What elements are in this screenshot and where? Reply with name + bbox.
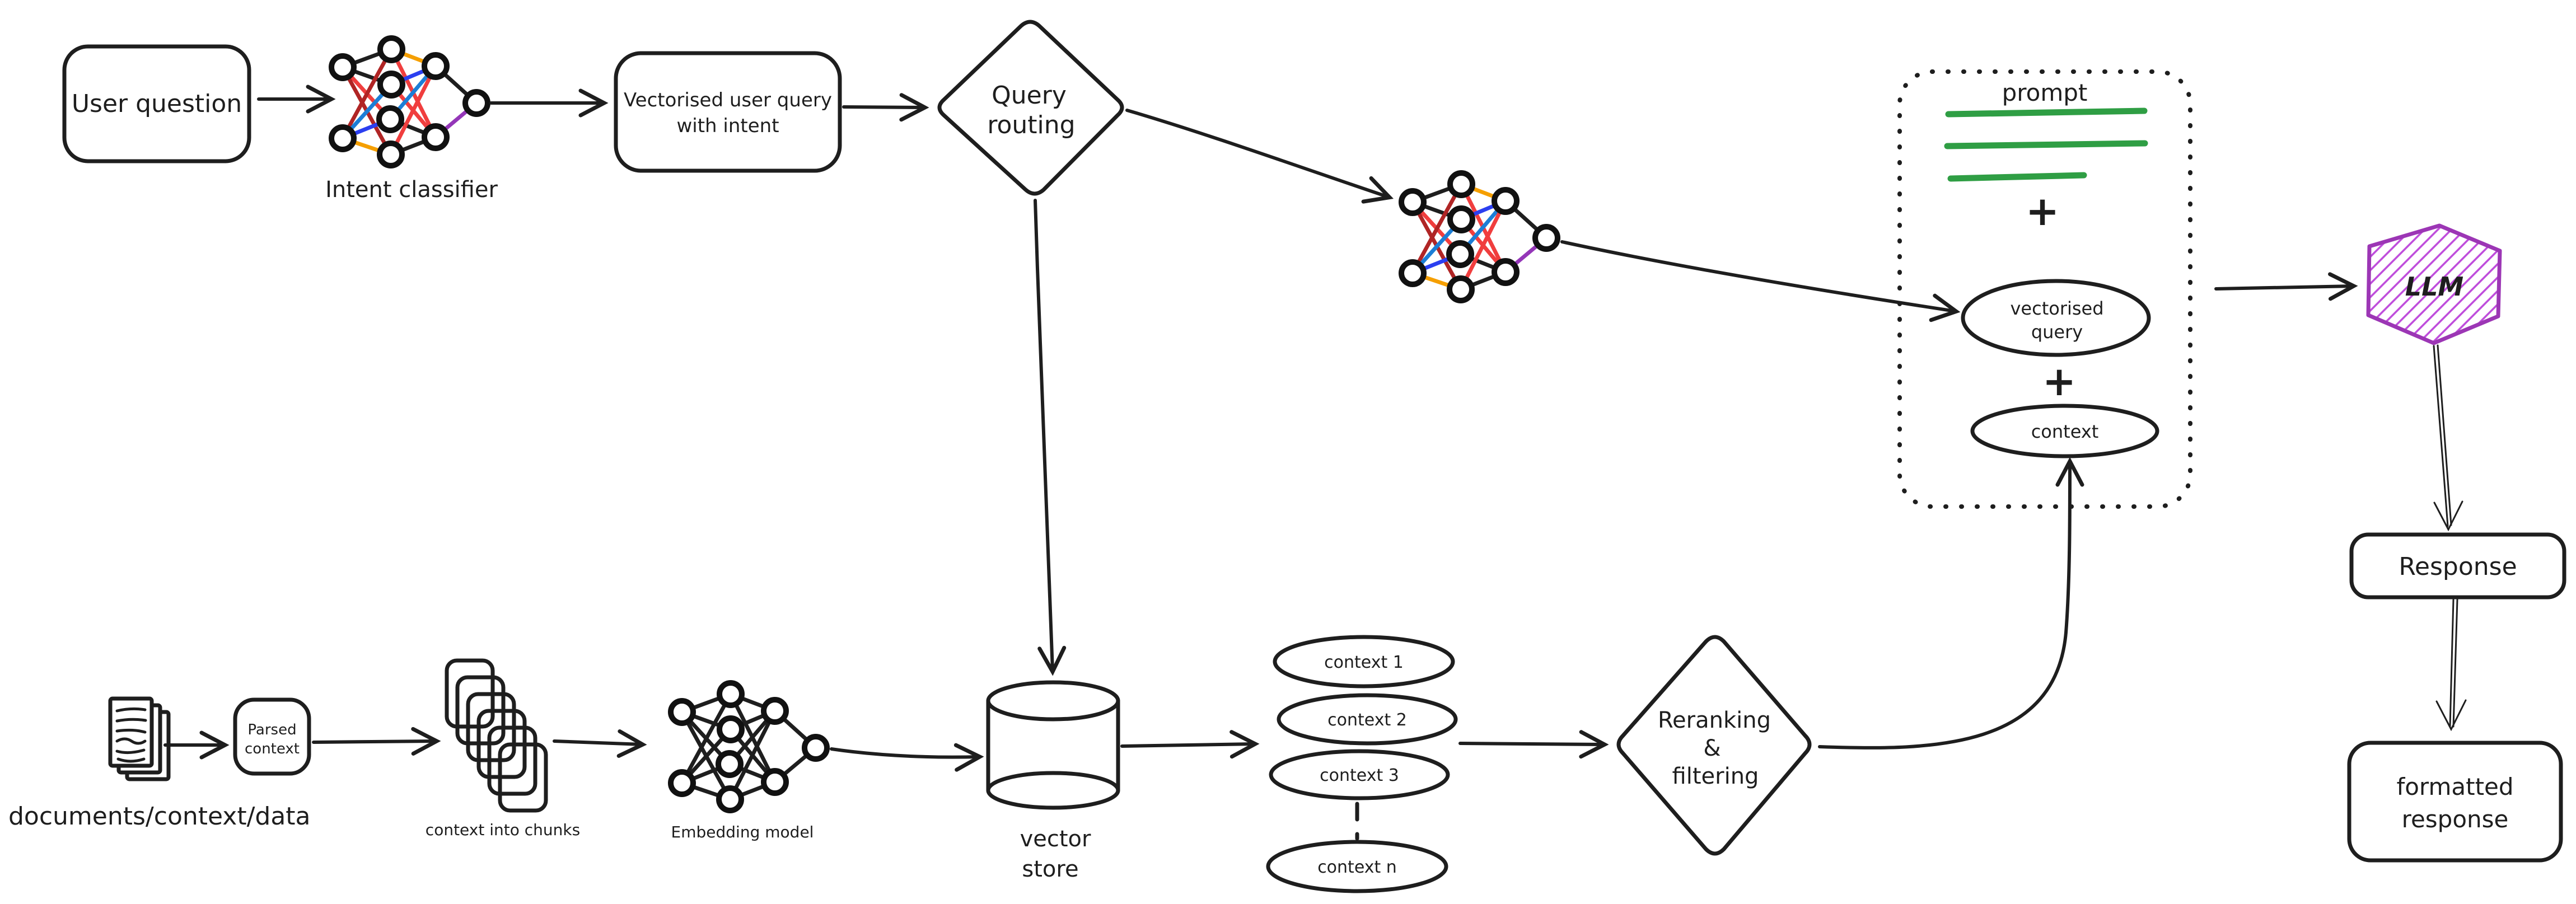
vector-store-cylinder-top [986, 680, 1120, 722]
parsed-context-box [233, 697, 311, 776]
vectorised-query-ellipse [1961, 279, 2151, 357]
vector-store-line1: vector [1020, 826, 1091, 852]
arrow-chunks-to-embedding-model [553, 729, 647, 758]
reranking-diamond [1616, 635, 1812, 856]
vectorised-user-query-box [614, 51, 842, 173]
plus-icon: + [2026, 188, 2059, 235]
nn-edges [1410, 182, 1549, 292]
arrow-parsed-context-to-chunks [312, 727, 441, 756]
query-routing-line1: Query [992, 81, 1067, 110]
context-result-label: context 2 [1327, 710, 1407, 730]
intent-classifier-neural-network-icon [329, 35, 490, 168]
context-result-item: context 3 [1269, 749, 1450, 800]
context-node: context [1970, 404, 2159, 458]
nn-nodes [1399, 170, 1560, 303]
documents-label: documents/context/data [8, 802, 311, 831]
reranking-line2: & [1703, 736, 1721, 761]
arrow-query-routing-to-query-network [1125, 109, 1394, 204]
response-label: Response [2399, 552, 2517, 581]
llm-label: LLM [2405, 271, 2463, 302]
arrow-context-results-to-reranking [1458, 730, 1609, 759]
parsed-context-line2: context [245, 741, 300, 757]
embedding-model-neural-network-icon [668, 680, 830, 813]
intent-classifier-label: Intent classifier [325, 177, 498, 203]
vectorised-query-line1: vectorised [2010, 298, 2103, 319]
parsed-context-line1: Parsed [247, 722, 296, 738]
context-result-item: context 2 [1277, 693, 1458, 746]
embedding-model-label: Embedding model [671, 823, 814, 841]
context-result-label: context n [1317, 858, 1397, 877]
nn-nodes [668, 680, 830, 813]
vector-store-node: vector store [986, 680, 1120, 882]
arrow-reranking-to-context [1818, 457, 2084, 750]
user-question-label: User question [72, 90, 242, 118]
reranking-line3: filtering [1672, 764, 1759, 789]
formatted-response-line1: formatted [2396, 773, 2513, 800]
chunks-label: context into chunks [426, 821, 580, 839]
prompt-dotted-box [1897, 69, 2192, 509]
response-node: Response [2349, 532, 2566, 599]
vectorised-user-query-node: Vectorised user query with intent [614, 51, 842, 173]
nn-edges [340, 47, 479, 157]
arrow-query-network-to-vectorised-query-ellipse [1560, 240, 1961, 322]
vectorised-user-query-line2: with intent [676, 115, 779, 137]
query-neural-network-icon [1399, 170, 1560, 303]
vectorised-query-line2: query [2031, 321, 2083, 343]
vectorised-query-node: vectorised query [1961, 279, 2151, 357]
documents-icon [108, 696, 171, 781]
context-result-label: context 3 [1320, 766, 1399, 785]
parsed-context-node: Parsed context [233, 697, 311, 776]
response-box [2349, 532, 2566, 599]
formatted-response-box [2347, 741, 2563, 863]
context-results-stack: context 1 context 2 context 3 context n [1266, 635, 1458, 893]
vector-store-line2: store [1022, 856, 1078, 882]
reranking-node: Reranking & filtering [1616, 635, 1812, 856]
prompt-text-lines-icon [1944, 107, 2148, 182]
context-result-label: context 1 [1324, 653, 1404, 672]
user-question-node: User question [62, 44, 251, 163]
arrow-response-to-formatted-response [2435, 598, 2467, 732]
context-label: context [2031, 421, 2099, 442]
context-result-item: context n [1266, 840, 1448, 893]
nn-nodes [329, 35, 490, 168]
prompt-container: prompt + vectorised query + context [1897, 69, 2192, 509]
vector-store-cylinder-bottom [986, 771, 1120, 793]
query-routing-node: Query routing [937, 20, 1124, 196]
arrow-vector-store-to-context-results [1120, 730, 1260, 759]
arrow-query-routing-to-vector-store [1034, 199, 1067, 676]
arrow-prompt-to-llm [2214, 272, 2358, 301]
arrow-embedding-model-to-vector-store [830, 743, 984, 772]
vector-store-cylinder-body [986, 699, 1120, 810]
chunks-icon [445, 658, 548, 813]
context-result-item: context 1 [1273, 635, 1455, 688]
query-routing-diamond [937, 20, 1124, 196]
context-ellipse [1970, 404, 2159, 458]
formatted-response-node: formatted response [2347, 741, 2563, 863]
prompt-label: prompt [2002, 79, 2088, 106]
llm-node: LLM [2366, 223, 2502, 345]
reranking-line1: Reranking [1658, 708, 1771, 733]
query-routing-line2: routing [987, 111, 1075, 139]
nn-edges [680, 692, 818, 802]
user-question-box [62, 44, 251, 163]
plus-icon: + [2042, 358, 2076, 405]
formatted-response-line2: response [2402, 805, 2509, 833]
llm-hexagon [2366, 223, 2502, 345]
arrow-llm-to-response [2433, 344, 2463, 532]
vectorised-user-query-line1: Vectorised user query [624, 89, 832, 111]
